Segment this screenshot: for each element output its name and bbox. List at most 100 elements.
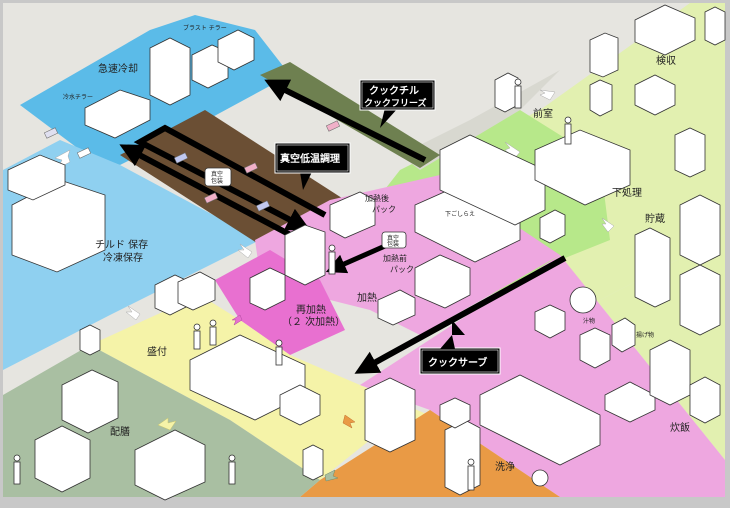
- cookchill-arrow: [264, 79, 427, 163]
- combi-oven: [284, 224, 326, 286]
- water-chiller: [84, 89, 151, 139]
- plating-cart: [279, 384, 321, 426]
- vacuum-packer: [204, 167, 232, 187]
- rice-cooker-oven-2: [689, 376, 721, 424]
- sink-anteroom-2: [589, 79, 613, 117]
- cookserve-arrow: [354, 255, 567, 374]
- person-anteroom: [514, 78, 522, 109]
- label-heating: 加熱: [357, 291, 377, 304]
- reheat-cabinet-1: [249, 267, 286, 311]
- storage-rack-1: [634, 227, 671, 308]
- sink-anteroom-1: [494, 72, 519, 113]
- sink-prep: [539, 209, 566, 244]
- rice-cooker-table: [604, 381, 656, 423]
- person-plating-1: [193, 323, 201, 350]
- tray-vacuum-1: [173, 152, 189, 164]
- counter-appliance: [177, 271, 216, 311]
- delivery-cart-2: [34, 425, 91, 493]
- label-before-heat-pack-2: パック: [390, 265, 414, 274]
- refrigerator-counter: [7, 154, 66, 201]
- label-after-heat-pack-2: パック: [372, 205, 396, 214]
- wash-cart: [439, 397, 471, 429]
- label-blast-chill: 急速冷却: [98, 62, 138, 75]
- person-washing: [467, 458, 475, 491]
- storage-rack-2: [679, 264, 721, 336]
- label-prep: 下処理: [612, 186, 642, 199]
- label-reheating-1: 再加熱: [296, 303, 326, 316]
- flow-arrow-storage-to-prep: [601, 217, 615, 233]
- flow-arrow-to-heating: [237, 243, 253, 259]
- flow-arrows: [54, 89, 615, 482]
- label-rice-cooking: 炊飯: [670, 421, 690, 434]
- flow-arrow-plating-to-delivery: [157, 417, 177, 431]
- tray-chilled-1: [43, 127, 59, 139]
- grill-table: [377, 289, 416, 326]
- tray-chilled-2: [76, 147, 92, 159]
- flow-arrow-washing-to-plating: [342, 414, 356, 429]
- flow-arrow-delivery-to-washing: [324, 469, 339, 482]
- label-plating: 盛付: [147, 345, 167, 358]
- stove-after-heat: [329, 191, 376, 239]
- callout-cookserve: クックサーブ: [419, 320, 501, 375]
- receiving-cart: [634, 74, 676, 116]
- label-reheating-2: （２ 次加熱）: [282, 315, 345, 328]
- wash-storage-cabinet: [364, 377, 416, 453]
- label-after-heat-pack-1: 加熱後: [365, 193, 389, 203]
- stove-small: [534, 304, 566, 339]
- tray-cookchill: [325, 120, 341, 132]
- prep-ovens: [439, 134, 546, 226]
- vacuum-packer-2: [381, 231, 407, 249]
- prep-island: [534, 129, 631, 206]
- soup-kettle: [569, 286, 597, 314]
- receiving-table: [634, 4, 696, 56]
- label-delivery: 配膳: [110, 425, 130, 438]
- person-oven: [328, 244, 336, 275]
- sink-washing: [302, 444, 324, 481]
- callout-cookchill-line2: クックフリーズ: [364, 97, 427, 109]
- blast-chiller-small: [217, 29, 255, 71]
- dish-rack-cart: [444, 419, 481, 496]
- label-chilled-storage-1: チルド 保存: [95, 238, 148, 251]
- person-plating-3: [275, 339, 283, 366]
- label-vacuum-pack-3: 真空: [387, 234, 399, 242]
- zone-cookchill-lane: [260, 62, 440, 168]
- label-blast-chiller: ブラスト チラー: [183, 24, 227, 32]
- callout-vacuum-cooking-text: 真空低温調理: [280, 152, 340, 165]
- person-delivery-1: [13, 454, 21, 485]
- label-chilled-storage-2: 冷凍保存: [103, 251, 143, 264]
- before-heat-arrow: [325, 243, 387, 274]
- flow-arrow-to-plating: [125, 305, 141, 321]
- tray-vacuum-2: [243, 162, 259, 174]
- storage-cabinet: [674, 127, 706, 178]
- person-plating-2: [209, 319, 217, 346]
- flow-arrow-heating-to-reheating: [231, 314, 243, 326]
- callout-vacuum-cooking: 真空低温調理: [274, 142, 351, 190]
- rice-cooker-oven-1: [649, 339, 691, 406]
- label-vacuum-pack-2: 包装: [211, 177, 223, 185]
- blast-chiller-tall: [149, 37, 191, 106]
- label-washing: 洗浄: [495, 460, 515, 473]
- label-anteroom: 前室: [533, 107, 553, 120]
- tray-vacuum-3: [203, 192, 219, 204]
- zone-cooking-right: [360, 255, 725, 497]
- tray-vacuum-4: [255, 200, 271, 212]
- dishwasher-line: [479, 374, 601, 466]
- label-vacuum-pack-1: 真空: [211, 170, 223, 178]
- sink-receiving: [704, 6, 726, 46]
- fryer: [579, 327, 611, 369]
- callout-cookchill-line1: クックチル: [369, 85, 419, 97]
- label-receiving: 検収: [656, 54, 676, 67]
- fryer-2: [611, 317, 636, 353]
- label-soup: 汁物: [583, 317, 595, 325]
- callout-cookserve-text: クックサーブ: [428, 356, 487, 369]
- equipment: [7, 4, 726, 501]
- people: [13, 78, 572, 491]
- zone-washing: [300, 410, 560, 497]
- label-prep-station: 下ごしらえ: [445, 210, 475, 218]
- label-water-chiller: 冷水チラー: [63, 93, 93, 101]
- label-vacuum-pack-4: 包装: [387, 240, 399, 248]
- gas-range: [414, 254, 471, 309]
- label-storage: 貯蔵: [645, 212, 665, 225]
